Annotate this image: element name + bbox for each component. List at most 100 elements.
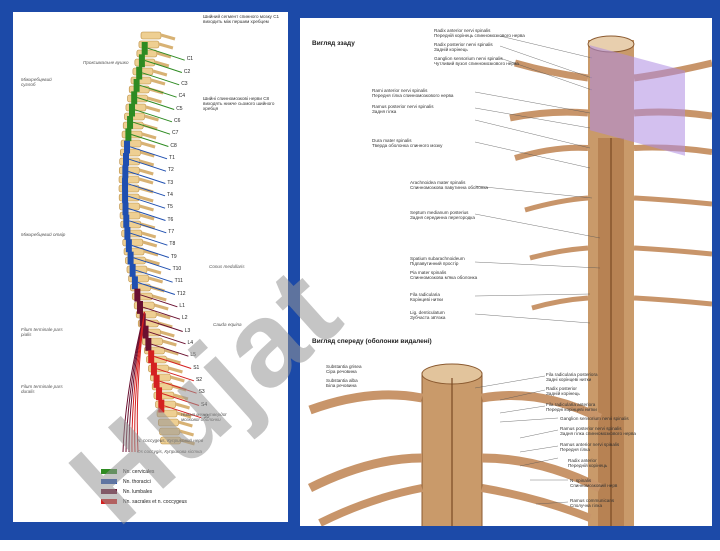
spinal-nerve-c4 [139,84,177,98]
spinous-process [142,240,158,248]
spinous-process [153,303,169,311]
spinous-process [150,78,166,86]
spinous-process [139,150,155,158]
spinous-process [159,330,175,338]
top-label-8: Spatium subarachnoideum Підпавутинний пр… [410,256,465,267]
segment-label-t6: T6 [167,216,174,223]
vertebra [127,94,148,103]
cord-segment-s5 [158,399,165,413]
top-label-11: Lig. denticulatum Зубчаста зв'язка [410,310,446,321]
spinal-nerve-t4 [127,183,166,197]
bottom-label-1: Substantia alba Біла речовина [326,378,358,389]
top-label-10: Fila radicularia Корінцеві нитки [410,292,443,303]
spinal-nerve-s3 [159,380,197,394]
spinal-nerve-t1 [129,146,168,160]
cord-segment-t4 [122,177,129,191]
segment-label-l2: L2 [181,315,188,322]
spinal-nerve-s1 [154,356,192,369]
segment-label-c7: C7 [172,130,179,137]
legend-label-cervical: Nn. cervicales [123,469,155,475]
spinous-process [166,357,181,365]
spinal-nerve-l3 [145,319,183,332]
cord-segment-c6 [128,103,135,117]
legend-label-lumbar: Nn. lumbales [123,489,153,495]
cord-segment-l5 [145,338,152,351]
segment-label-t2: T2 [168,167,174,174]
cord-segment-t8 [124,227,131,240]
segment-label-t1: T1 [169,154,175,161]
spinous-process [173,393,189,401]
right-label-4: Os coccygis, Куприкова кістка [137,449,202,454]
vertebra [132,67,154,76]
cord-segment-t11 [129,264,136,277]
bottom-label-0: Substantia grisea Сіра речовина [326,364,362,375]
vertebra [159,427,180,436]
spinous-process [138,195,154,203]
segment-label-c3: C3 [181,80,188,87]
spinous-process [180,438,196,446]
spinous-process [146,267,162,275]
right-label-3: N. coccygeus, Куприковий нерв [137,438,204,443]
segment-label-c4: C4 [178,93,185,100]
right-label-0: Conus medullaris [209,264,245,269]
top-label-4: Ramus posterior nervi spinalis Задня гіл… [372,104,434,115]
cord-segment-c5 [131,91,138,105]
spinous-process [138,177,154,185]
spinal-nerve-s4 [161,393,200,406]
right-label-2: Нижня межа твердої мозкової оболонки [181,412,227,423]
bottom-label-2: Fila radicularia posteriora Задні корінц… [546,372,598,383]
spinous-process [143,249,159,257]
top-view-title: Вигляд ззаду [312,40,355,47]
cord-segment-l1 [134,288,141,302]
bottom-label-6: Ramus posterior nervi spinalis Задня гіл… [560,426,636,437]
segment-label-l5: L5 [190,352,196,359]
right-panel-cord-figure: Вигляд ззаду Вигляд спереду (оболонки ви… [300,18,712,526]
segment-label-t7: T7 [168,228,175,235]
spinal-nerve-l2 [142,306,181,320]
bottom-label-7: Ramus anterior nervi spinalis Передня гі… [560,442,620,453]
segment-label-l3: L3 [184,327,191,334]
spinous-process [158,42,174,50]
spinal-nerve-s2 [156,368,195,382]
cord-segment-s3 [153,375,160,388]
cord-segment-t6 [122,202,129,216]
cord-segment-c7 [127,116,134,129]
top-label-0: Radix anterior nervi spinalis Передній к… [434,28,525,39]
bottom-label-5: Ganglion sensorium nervi spinalis [560,416,629,421]
segment-label-s4: S4 [201,401,208,408]
spinal-nerve-t6 [128,208,166,221]
top-label-6: Arachnoidea mater spinalis Спинномозкова… [410,180,488,191]
cervical-note: Шийний сегмент спинного мозку C1 виходит… [203,14,280,25]
left-label-0: Проксимальне вушко [83,60,129,65]
spinal-nerve-c7 [132,121,171,135]
spinal-nerve-t2 [128,158,167,172]
top-label-2: Ganglion sensorium nervi spinalis Чутлив… [434,56,519,67]
cord-segment-c3 [136,66,143,80]
spinous-process [152,69,168,77]
vertebra [122,121,144,130]
segment-label-t12: T12 [176,290,186,297]
bottom-view-title: Вигляд спереду (оболонки видалені) [312,338,432,345]
spinous-process [168,366,183,374]
segment-label-c1: C1 [186,56,194,63]
legend-label-sacral: Nn. sacrales et n. coccygeus [123,499,187,505]
spinal-nerve-c5 [137,97,175,110]
left-panel-spine-figure: Шийний сегмент спинного мозку C1 виходит… [13,12,288,522]
cord-segment-l4 [142,325,149,339]
spinous-process [139,213,155,221]
spinal-nerve-s5 [164,405,202,419]
spinal-nerve-c6 [134,109,173,123]
cord-segment-s2 [150,362,157,376]
spinal-nerve-t12 [137,282,176,295]
spinal-nerve-t7 [129,220,167,234]
spinous-process [141,132,157,140]
legend-label-thoracic: Nn. thoracici [123,479,151,485]
spinous-process [139,204,154,212]
spinous-process [140,222,156,230]
spinous-process [176,411,192,419]
spinous-process [164,348,179,356]
spinal-nerve-t5 [127,195,166,209]
vertebra [118,166,140,175]
left-label-3: Filum terminale pars pialis [21,327,63,338]
spinal-nerve-l4 [148,331,186,345]
